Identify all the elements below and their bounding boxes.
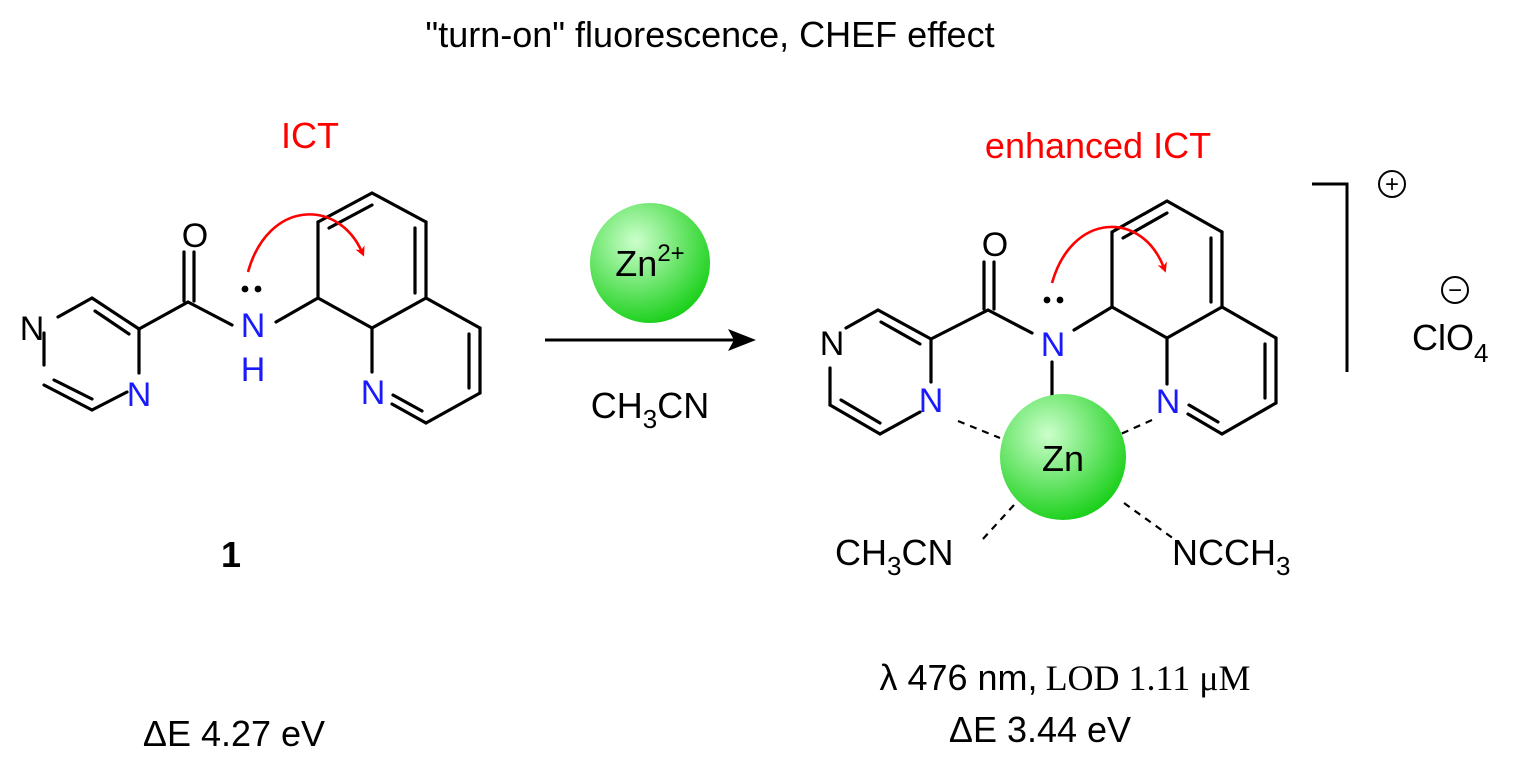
complex-structure xyxy=(828,182,1349,541)
compound-number: 1 xyxy=(221,534,241,575)
complex-emission-line: λ 476 nm,LOD 1.11 μM xyxy=(879,657,1250,698)
scheme-title: "turn-on" fluorescence, CHEF effect xyxy=(425,14,994,55)
ligand-atom-n-pyrazine-bottom: N xyxy=(127,376,152,414)
complex-atom-n-pyrazine-top: N xyxy=(820,325,845,363)
zn-ion-label: Zn2+ xyxy=(615,240,684,284)
reaction-arrow-head xyxy=(728,329,756,351)
complex-atom-o: O xyxy=(982,226,1008,264)
solvent-label: CH3CN xyxy=(591,385,709,434)
ligand-atom-o: O xyxy=(182,217,208,255)
ligand-atom-n-pyrazine-top: N xyxy=(20,310,45,348)
ligand-atom-h-amide: H xyxy=(241,351,266,389)
ligand-atom-n-quinoline: N xyxy=(361,374,386,412)
complex-atom-n-pyrazine-bottom: N xyxy=(919,382,944,420)
ligand-delta-e: ΔE 4.27 eV xyxy=(143,713,325,754)
complex-delta-e: ΔE 3.44 eV xyxy=(949,709,1131,750)
complex-atom-n-amide: N xyxy=(1041,326,1066,364)
charge-circle-negative xyxy=(1441,276,1469,304)
complex-charge: + xyxy=(1385,171,1399,198)
zn-ion-sphere xyxy=(590,203,710,323)
anion-charge: − xyxy=(1448,277,1462,304)
counter-anion: ClO4 xyxy=(1412,317,1488,368)
complex-ict-label: enhanced ICT xyxy=(985,125,1211,166)
complex-ligand-left: CH3CN xyxy=(835,532,953,581)
complex-metal-label: Zn xyxy=(1042,438,1084,479)
ligand-structure xyxy=(42,191,482,425)
ligand-atom-n-amide: N xyxy=(241,307,266,345)
complex-atom-n-quinoline: N xyxy=(1156,383,1181,421)
complex-ligand-right: NCCH3 xyxy=(1172,532,1290,581)
zn-metal-center xyxy=(1000,394,1126,520)
ligand-ict-label: ICT xyxy=(281,115,339,156)
charge-circle-positive xyxy=(1378,170,1406,198)
